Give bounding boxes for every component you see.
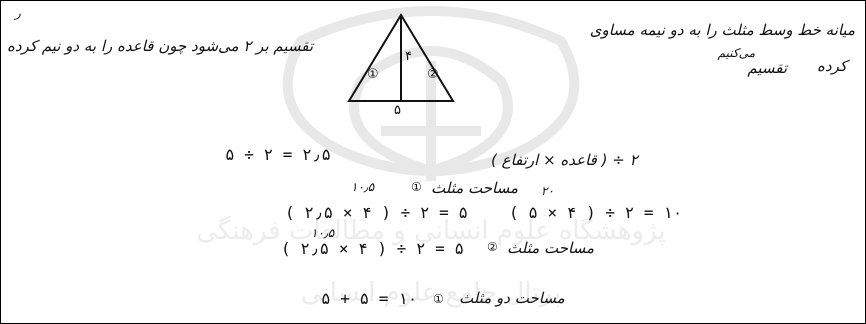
half-base-calc: ۵ ÷ ۲ = ۲٫۵: [225, 145, 331, 164]
triangle-left-part: ①: [367, 67, 379, 82]
area-formula-note: ۲ ÷ ( قاعده × ارتفاع ): [491, 151, 638, 169]
sum-label-mark: ①: [433, 292, 444, 306]
triangle-height-label: ۴: [405, 49, 412, 64]
triangle-base-label: ۵: [394, 103, 401, 118]
calc-total-mark: ۲۰: [541, 184, 554, 198]
area-label-2: مساحت مثلث: [507, 239, 595, 257]
divided-marks: کرده: [817, 57, 847, 75]
area-value-2: ۱۰٫۵: [311, 226, 335, 240]
divided-word: تقسیم: [747, 59, 787, 77]
sum-calc: ۵ + ۵ = ۱۰: [321, 289, 418, 308]
median-intro-text: میانه خط وسط مثلث را به دو نیمه مساوی: [589, 21, 855, 39]
area-label-2-mark: ②: [487, 240, 498, 254]
calc-half-1: ( ۲٫۵ × ۴ ) ÷ ۲ = ۵: [285, 203, 469, 222]
calc-whole: ( ۵ × ۴ ) ÷ ۲ = ۱۰: [509, 203, 683, 222]
triangle-right-part: ②: [427, 67, 439, 82]
area-value-1: ۱۰٫۵: [351, 180, 375, 194]
left-note-top: ر: [15, 6, 21, 20]
divided-marks-top: می‌کنیم: [717, 46, 755, 60]
left-note-text: تقسیم بر ۲ می‌شود چون قاعده را به دو نیم…: [7, 37, 314, 55]
triangle-diagram: [347, 13, 455, 102]
sum-label: مساحت دو مثلث: [459, 289, 565, 307]
area-label-1-mark: ①: [411, 180, 422, 194]
area-label-1: مساحت مثلث: [431, 179, 519, 197]
calc-half-2: ( ۲٫۵ × ۴ ) ÷ ۲ = ۵: [281, 239, 465, 258]
